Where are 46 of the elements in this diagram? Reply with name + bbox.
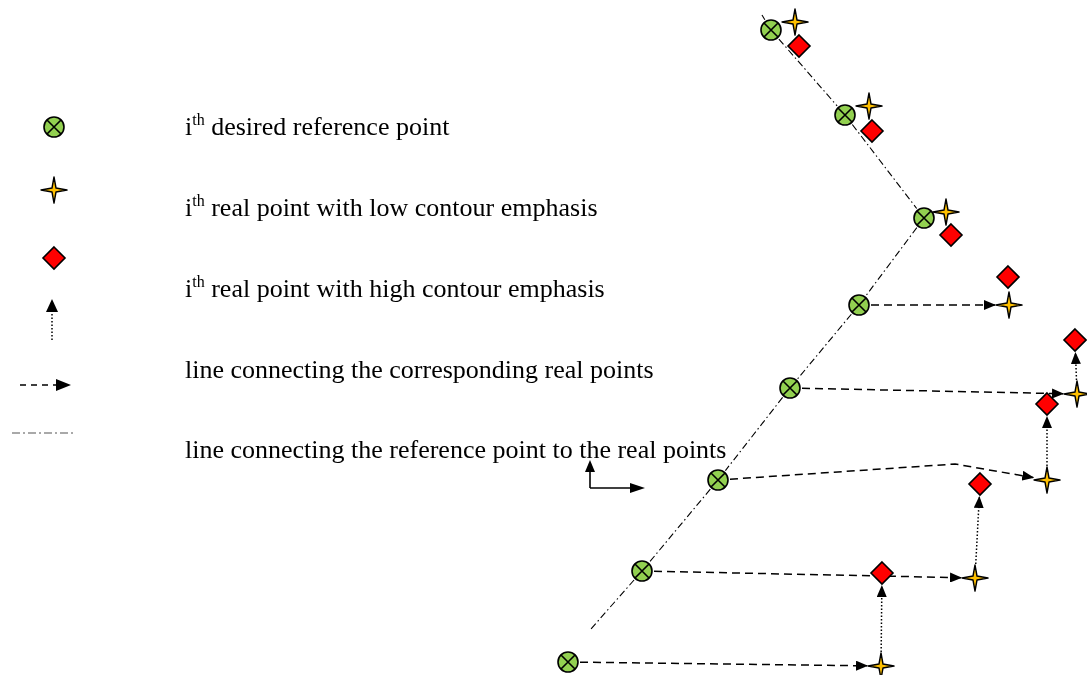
connecting-line [778, 38, 838, 107]
arrow [876, 585, 887, 653]
arrow [579, 660, 868, 671]
legend-text: i$^{th}$ real point with low contour emphasis [185, 193, 598, 223]
diamond-marker [968, 472, 992, 496]
diamond-marker [870, 561, 894, 585]
star-marker [961, 564, 989, 592]
star-marker [995, 291, 1023, 319]
star-marker [867, 652, 895, 675]
diamond-marker [1035, 392, 1059, 416]
crossed-circle-marker [631, 560, 653, 582]
star-marker [1033, 466, 1061, 494]
star-marker [781, 8, 809, 36]
crossed-circle-marker [779, 377, 801, 399]
arrow [870, 300, 996, 310]
arrow [1070, 352, 1081, 381]
legend-text: line connecting the corresponding real points [185, 355, 654, 385]
connecting-line [865, 227, 918, 296]
diamond-marker [1063, 328, 1087, 352]
crossed-circle-marker [848, 294, 870, 316]
arrow [653, 570, 962, 583]
legend-text: line connecting the reference point to the real points [185, 435, 727, 465]
star-marker [855, 92, 883, 120]
crossed-circle-marker [557, 651, 579, 673]
arrow [1042, 416, 1052, 467]
connecting-line [589, 579, 635, 631]
crossed-circle-marker [707, 469, 729, 491]
diamond-marker [939, 223, 963, 247]
star-marker [932, 198, 960, 226]
legend-text: i$^{th}$ real point with high contour emphasis [185, 274, 605, 304]
connecting-line [851, 123, 918, 210]
arrow [729, 463, 1035, 481]
legend-text: i$^{th}$ desired reference point [185, 112, 450, 142]
connecting-line [797, 313, 852, 380]
crossed-circle-marker [834, 104, 856, 126]
connecting-line [649, 488, 711, 563]
star-marker [1063, 380, 1087, 408]
crossed-circle-marker [913, 207, 935, 229]
connecting-line [761, 14, 766, 21]
arrow [801, 387, 1064, 399]
crossed-circle-marker [760, 19, 782, 41]
arrow [973, 496, 984, 565]
connecting-line [724, 396, 784, 472]
diamond-marker [996, 265, 1020, 289]
diamond-marker [860, 119, 884, 143]
diamond-marker [787, 34, 811, 58]
